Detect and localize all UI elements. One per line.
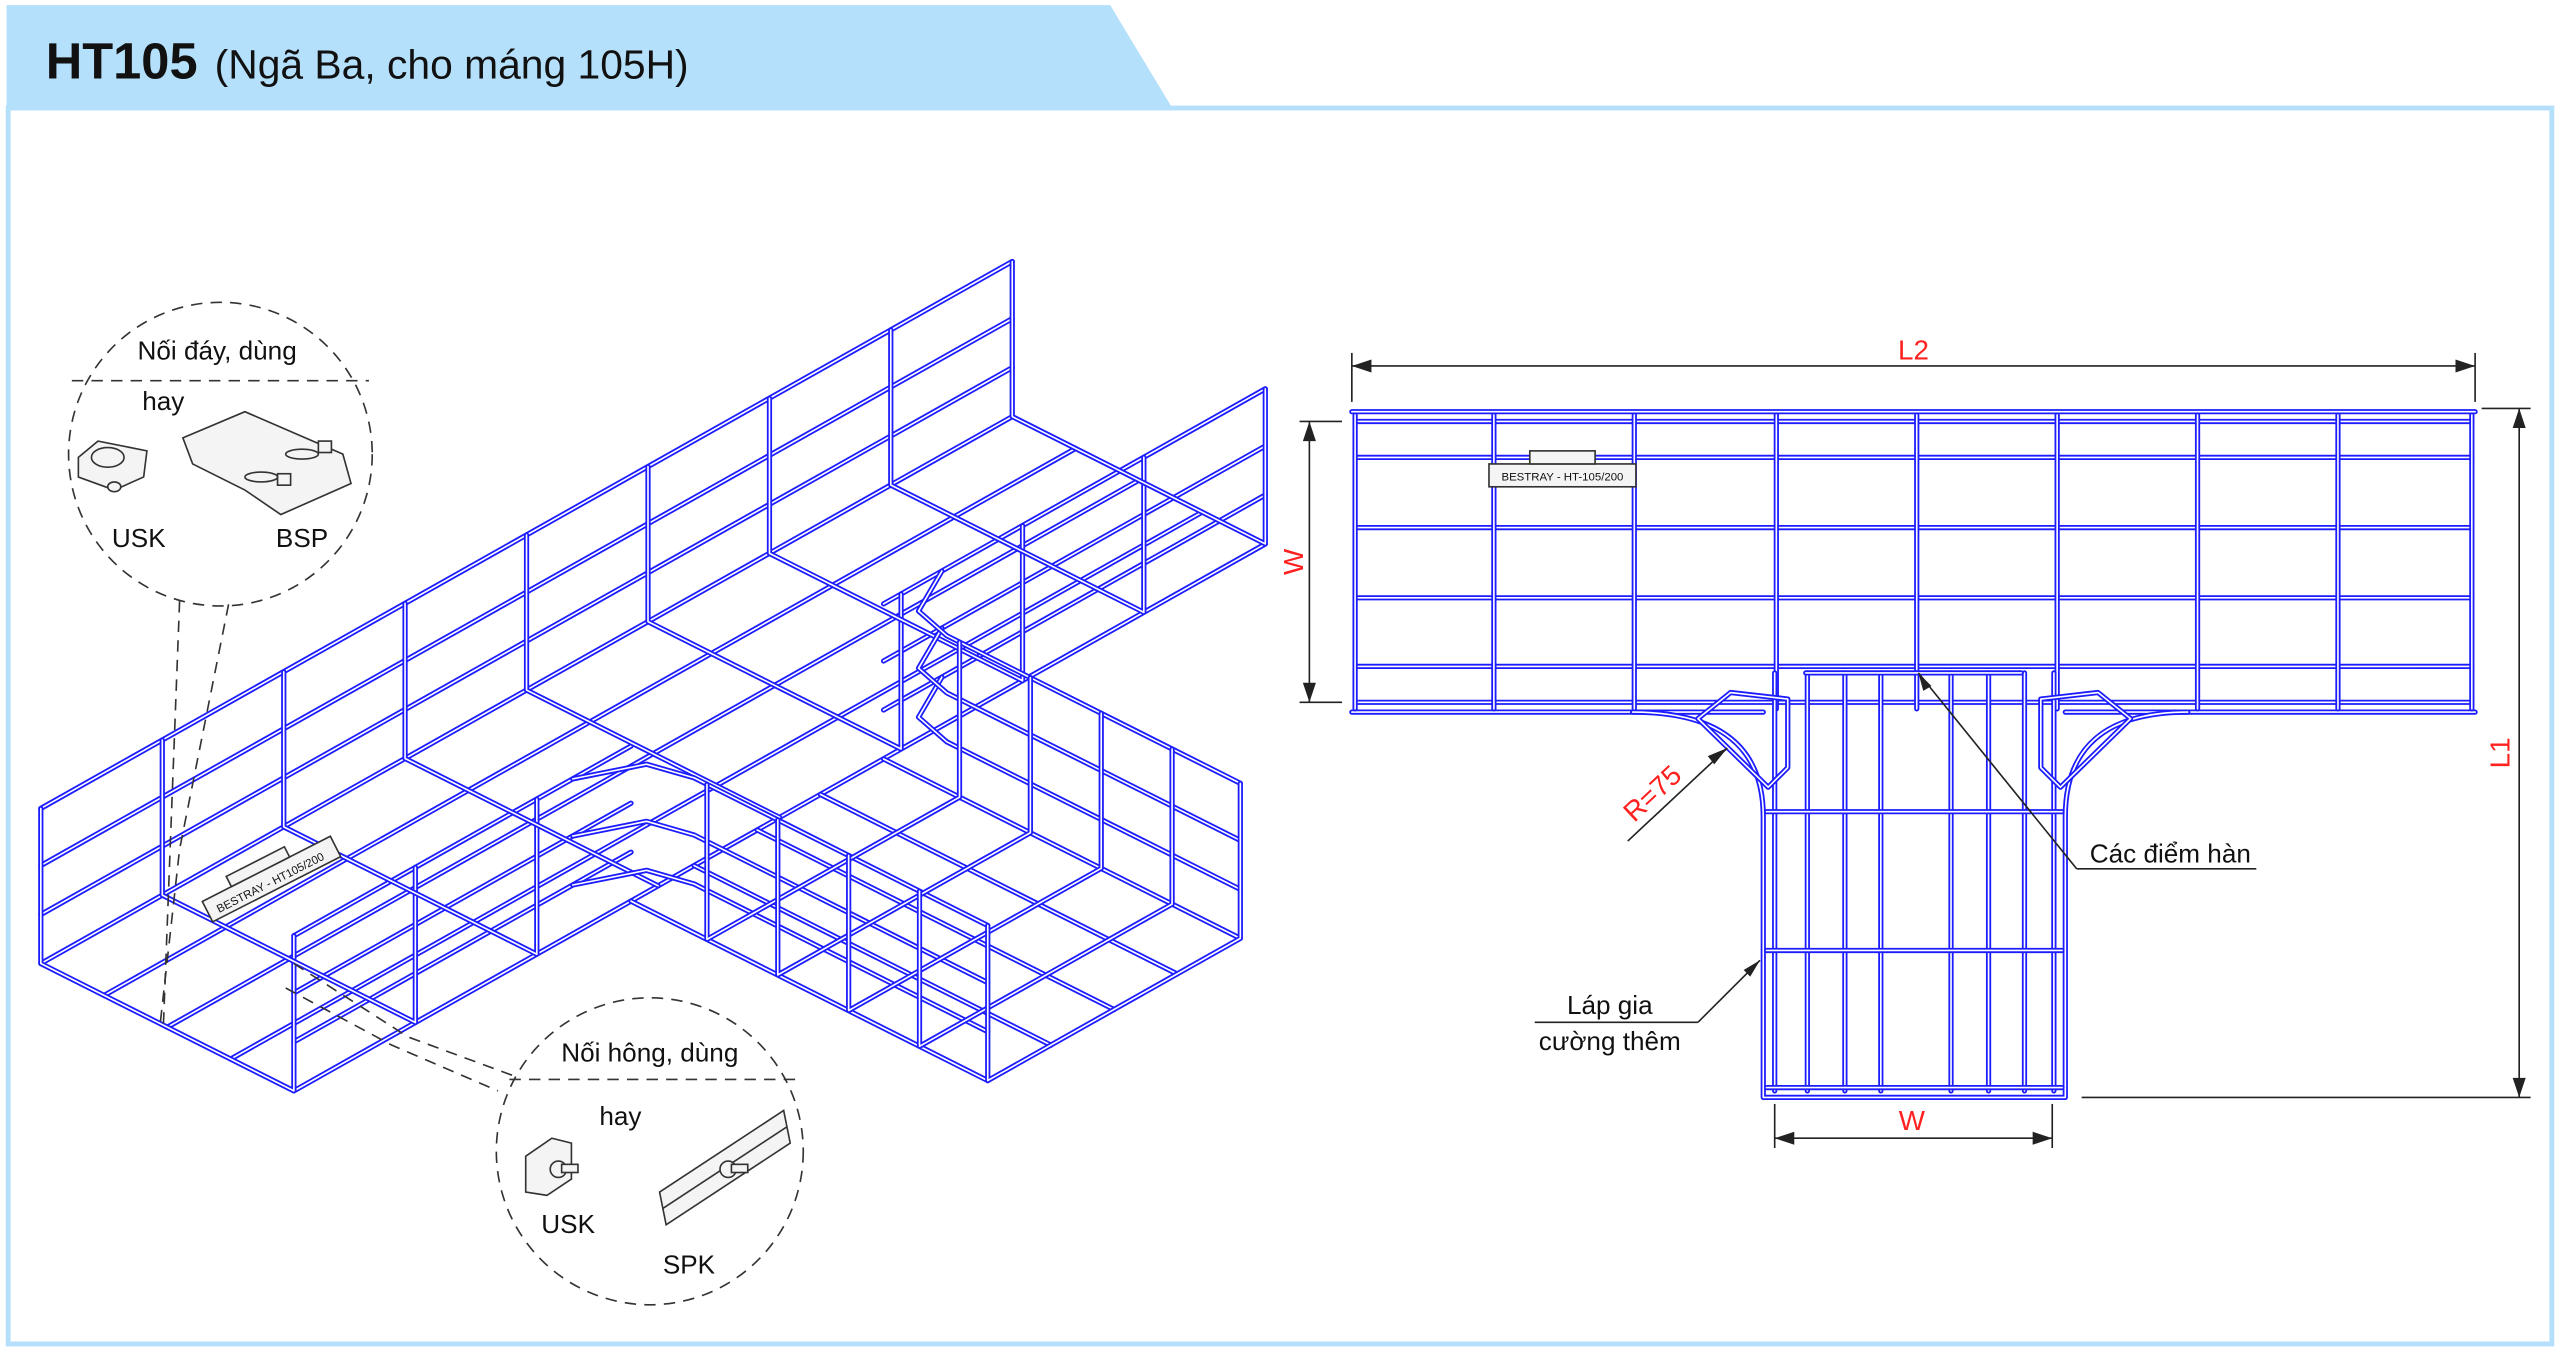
tray-cross-wire bbox=[888, 327, 1147, 615]
corner-loop-wire bbox=[2040, 691, 2132, 789]
top-view bbox=[1349, 409, 2478, 1101]
branch-bottom-wire bbox=[882, 758, 1242, 940]
corner-loop-wire bbox=[1697, 691, 1789, 789]
header-band bbox=[6, 5, 1173, 109]
branch-side-wire bbox=[917, 627, 1242, 842]
branch-cross-wire bbox=[776, 676, 1032, 976]
bottom-joint-or: hay bbox=[142, 386, 184, 416]
product-code: HT105 bbox=[46, 33, 198, 90]
branch-bottom-wire bbox=[693, 864, 1052, 1046]
dim-l2-label: L2 bbox=[1898, 334, 1929, 365]
tray-side-wire bbox=[882, 494, 1267, 711]
bsp-plate-icon bbox=[181, 410, 352, 516]
product-subtitle: (Ngã Ba, cho máng 105H) bbox=[215, 42, 689, 88]
side-joint-option-spk: SPK bbox=[663, 1250, 716, 1280]
weld-points-label: Các điểm hàn bbox=[2090, 838, 2251, 868]
tray-side-wire bbox=[882, 445, 1267, 662]
tray-cross-wire bbox=[402, 600, 661, 889]
bottom-joint-title: Nối đáy, dùng bbox=[138, 335, 297, 365]
bottom-joint-callout: Nối đáy, dùng hay USK BSP bbox=[67, 301, 374, 1029]
dim-w-left-label: W bbox=[1278, 548, 1309, 575]
branch-side-wire bbox=[571, 869, 989, 1033]
bottom-joint-option-bsp: BSP bbox=[276, 523, 328, 553]
branch-side-wire bbox=[917, 676, 1242, 891]
tray-cross-wire bbox=[525, 534, 781, 819]
branch-cross-wire bbox=[986, 782, 1242, 1082]
side-joint-callout: Nối hông, dùng hay USK SPK bbox=[285, 962, 805, 1306]
side-joint-or: hay bbox=[599, 1101, 641, 1131]
spk-plate-icon bbox=[658, 1109, 792, 1227]
tray-cross-wire bbox=[282, 670, 538, 956]
branch-cross-wire bbox=[706, 641, 961, 941]
tray-cross-wire bbox=[281, 669, 540, 957]
tray-cross-wire bbox=[38, 805, 297, 1094]
reinforce-label-line2: cường thêm bbox=[1539, 1026, 1681, 1056]
top-view-dimensions: L2 W L1 W R=75 BESTRAY - HT-105/200 Các … bbox=[1278, 334, 2531, 1149]
tray-side-wire bbox=[882, 388, 1267, 605]
tray-cross-wire bbox=[1009, 258, 1268, 547]
top-tag-text: BESTRAY - HT-105/200 bbox=[1501, 471, 1623, 483]
branch-bottom-wire bbox=[756, 829, 1115, 1011]
side-joint-title: Nối hông, dùng bbox=[561, 1037, 738, 1067]
tray-cross-wire bbox=[889, 329, 1145, 614]
branch-cross-wire bbox=[847, 712, 1103, 1012]
top-view-tag: BESTRAY - HT-105/200 bbox=[1488, 450, 1637, 488]
branch-cross-wire bbox=[918, 748, 1173, 1048]
tray-cross-wire bbox=[645, 463, 904, 752]
bottom-joint-option-usk: USK bbox=[112, 523, 166, 553]
tray-side-wire bbox=[293, 745, 632, 937]
usk-clip-icon bbox=[77, 440, 148, 493]
sheet-frame bbox=[5, 105, 2555, 1347]
tray-cross-wire bbox=[40, 807, 295, 1092]
usk-side-clip-icon bbox=[524, 1137, 579, 1197]
side-joint-option-usk: USK bbox=[541, 1209, 595, 1239]
dim-l1-label: L1 bbox=[2484, 737, 2515, 768]
isometric-view bbox=[38, 258, 1268, 1094]
tray-cross-wire bbox=[647, 465, 902, 750]
dim-w-bottom-label: W bbox=[1899, 1105, 1926, 1136]
tray-cross-wire bbox=[404, 602, 659, 887]
tray-cross-wire bbox=[768, 397, 1024, 682]
branch-bottom-wire bbox=[819, 793, 1178, 975]
tray-cross-wire bbox=[766, 395, 1026, 684]
branch-side-wire bbox=[917, 570, 1242, 785]
tray-cross-wire bbox=[161, 739, 417, 1024]
page-title: HT105 (Ngã Ba, cho máng 105H) bbox=[46, 33, 689, 90]
branch-side-wire bbox=[571, 820, 989, 984]
branch-outline-wire bbox=[1631, 711, 2189, 1099]
tray-side-wire bbox=[293, 802, 632, 994]
reinforce-label-line1: Láp gia bbox=[1567, 990, 1653, 1020]
branch-outline-wire bbox=[1630, 709, 2191, 1101]
tray-cross-wire bbox=[1011, 260, 1267, 545]
tray-cross-wire bbox=[523, 532, 783, 821]
branch-side-wire bbox=[571, 763, 989, 927]
branch-bottom-wire bbox=[630, 900, 989, 1082]
tray-side-wire bbox=[293, 851, 632, 1043]
